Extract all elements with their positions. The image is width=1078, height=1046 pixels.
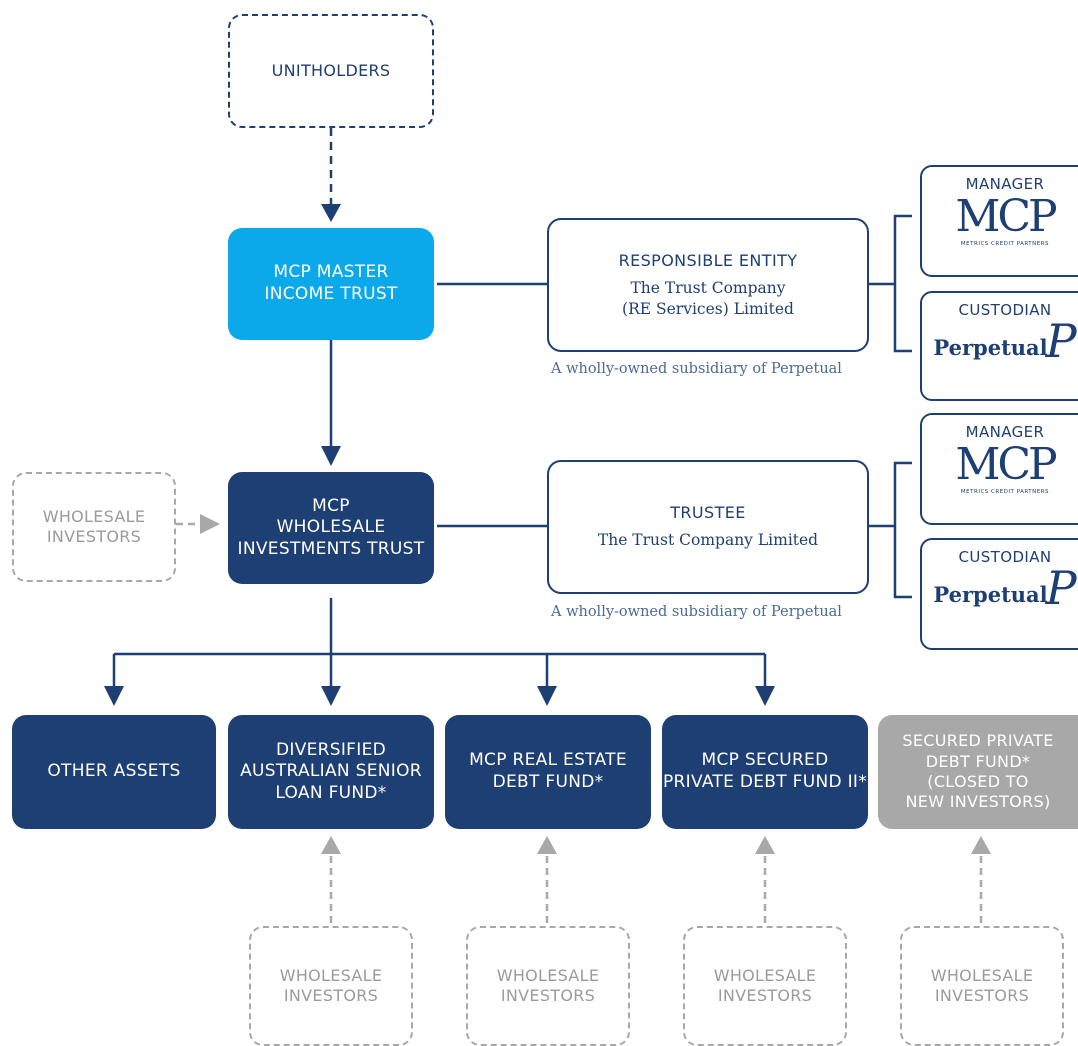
wholesale-investors-line: WHOLESALE <box>279 965 383 985</box>
custodian-box-re: CUSTODIAN Perpetual P <box>920 291 1078 401</box>
wholesale-investors-line: INVESTORS <box>46 527 142 546</box>
arrowhead <box>755 686 775 706</box>
up-arrows-grey <box>321 836 991 926</box>
wholesale-trust-line: MCP <box>312 495 350 516</box>
fund-label: DIVERSIFIED <box>275 739 386 760</box>
mcp-logo-text: MCP <box>955 439 1057 490</box>
mcp-logo-subtext: METRICS CREDIT PARTNERS <box>960 241 1050 247</box>
custodian-label: CUSTODIAN <box>958 548 1052 566</box>
trustee-subsidiary-note: A wholly-owned subsidiary of Perpetual <box>551 604 842 620</box>
fund-label: (CLOSED TO <box>927 772 1029 791</box>
wholesale-investors-line: INVESTORS <box>934 986 1030 1005</box>
fund-secured-private-debt-closed: SECURED PRIVATE DEBT FUND* (CLOSED TO NE… <box>878 715 1078 829</box>
fund-label: PRIVATE DEBT FUND II* <box>663 772 867 792</box>
mcp-logo-text: MCP <box>955 191 1057 242</box>
fund-label: AUSTRALIAN SENIOR <box>240 761 422 782</box>
fund-label: NEW INVESTORS) <box>905 792 1051 812</box>
master-income-trust-box: MCP MASTER INCOME TRUST <box>228 228 434 340</box>
mcp-logo: MCP METRICS CREDIT PARTNERS <box>955 439 1057 496</box>
wholesale-investors-box: WHOLESALE INVESTORS <box>249 926 413 1046</box>
wholesale-investors-box: WHOLESALE INVESTORS <box>900 926 1064 1046</box>
custodian-box-trustee: CUSTODIAN Perpetual P <box>920 538 1078 650</box>
fund-real-estate-debt: MCP REAL ESTATE DEBT FUND* <box>445 715 651 829</box>
custodian-label: CUSTODIAN <box>958 301 1052 319</box>
unitholders-label: UNITHOLDERS <box>271 60 391 80</box>
wholesale-investors-line: WHOLESALE <box>930 965 1034 985</box>
wholesale-investors-line: WHOLESALE <box>496 965 600 985</box>
bracket-trustee <box>893 461 912 599</box>
manager-box-re: MANAGER MCP METRICS CREDIT PARTNERS <box>920 165 1078 277</box>
perpetual-logo-text: Perpetual <box>933 334 1048 360</box>
trustee-box: TRUSTEE The Trust Company Limited <box>547 460 869 594</box>
perpetual-logo-mark: P <box>1045 314 1077 368</box>
manager-label: MANAGER <box>965 423 1045 441</box>
manager-label: MANAGER <box>965 175 1045 193</box>
wholesale-investors-line: INVESTORS <box>500 986 596 1005</box>
re-subsidiary-note: A wholly-owned subsidiary of Perpetual <box>551 361 842 377</box>
perpetual-logo: Perpetual P <box>933 561 1077 615</box>
wholesale-investors-line: WHOLESALE <box>713 965 817 985</box>
wholesale-trust-line: WHOLESALE <box>276 517 386 538</box>
trustee-title: TRUSTEE <box>670 503 746 523</box>
perpetual-logo: Perpetual P <box>933 314 1077 368</box>
wholesale-investors-line: INVESTORS <box>283 986 379 1005</box>
responsible-entity-name: The Trust Company <box>630 278 786 297</box>
mcp-logo: MCP METRICS CREDIT PARTNERS <box>955 191 1057 248</box>
wholesale-investments-trust-box: MCP WHOLESALE INVESTMENTS TRUST <box>228 472 434 584</box>
responsible-entity-title: RESPONSIBLE ENTITY <box>618 250 798 270</box>
wholesale-investors-left-box: WHOLESALE INVESTORS <box>12 472 176 582</box>
master-trust-line: MCP MASTER <box>273 262 389 283</box>
wholesale-investors-box: WHOLESALE INVESTORS <box>683 926 847 1046</box>
perpetual-logo-mark: P <box>1045 561 1077 615</box>
fund-label: MCP REAL ESTATE <box>469 750 627 771</box>
fund-label: OTHER ASSETS <box>47 761 181 782</box>
arrowhead <box>321 204 341 222</box>
fund-label: DEBT FUND* <box>925 751 1031 771</box>
arrowhead <box>321 686 341 706</box>
responsible-entity-name: (RE Services) Limited <box>622 299 794 318</box>
wholesale-investors-box: WHOLESALE INVESTORS <box>466 926 630 1046</box>
fund-other-assets: OTHER ASSETS <box>12 715 216 829</box>
trustee-name: The Trust Company Limited <box>597 531 819 550</box>
arrowhead <box>537 686 557 706</box>
wholesale-trust-line: INVESTMENTS TRUST <box>237 538 425 559</box>
master-trust-line: INCOME TRUST <box>264 284 398 304</box>
wholesale-investors-line: WHOLESALE <box>42 506 146 526</box>
bracket-re <box>893 214 912 353</box>
perpetual-logo-text: Perpetual <box>933 581 1048 607</box>
manager-box-trustee: MANAGER MCP METRICS CREDIT PARTNERS <box>920 413 1078 525</box>
fund-secured-private-debt-ii: MCP SECURED PRIVATE DEBT FUND II* <box>662 715 868 829</box>
arrowhead <box>200 514 220 534</box>
arrowhead <box>321 446 341 466</box>
arrowhead <box>104 686 124 706</box>
unitholders-box: UNITHOLDERS <box>228 14 434 128</box>
fund-label: SECURED PRIVATE <box>902 731 1054 751</box>
fund-label: MCP SECURED <box>701 750 829 771</box>
wholesale-investors-line: INVESTORS <box>717 986 813 1005</box>
mcp-logo-subtext: METRICS CREDIT PARTNERS <box>960 489 1050 495</box>
fund-label: DEBT FUND* <box>492 772 604 792</box>
fund-label: LOAN FUND* <box>275 782 387 803</box>
responsible-entity-box: RESPONSIBLE ENTITY The Trust Company (RE… <box>547 218 869 352</box>
fund-diversified-senior-loan: DIVERSIFIED AUSTRALIAN SENIOR LOAN FUND* <box>228 715 434 829</box>
